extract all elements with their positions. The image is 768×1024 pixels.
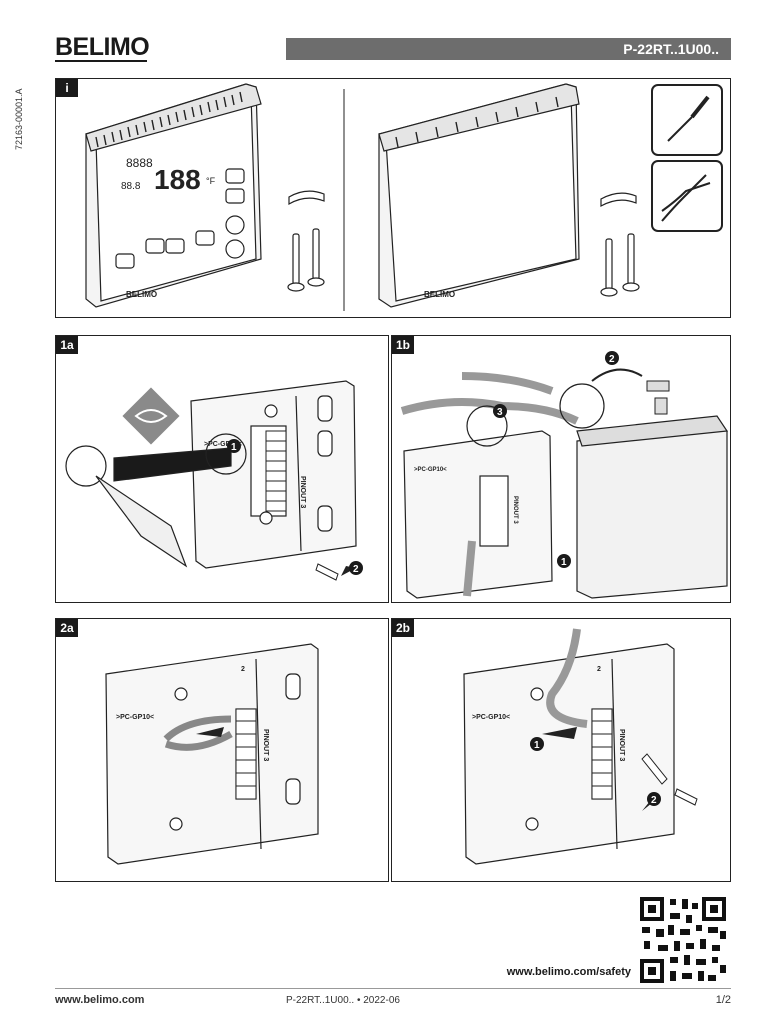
device-brand-label: BELIMO	[126, 290, 157, 299]
front-housing-1b	[576, 415, 729, 599]
cable-2b	[546, 628, 588, 728]
wire-stripper-icon	[651, 160, 723, 232]
label-pinout: PINOUT 3	[512, 496, 518, 524]
terminal-block-2a	[235, 708, 257, 800]
panel-2a: 2a >PC-GP10< PINOUT 3 2	[55, 618, 389, 882]
step-1-number: 1	[561, 557, 567, 568]
panel-2b: 2b 1 2 >PC-GP10< PINOUT 3 2	[391, 618, 731, 882]
column-number: 2	[241, 666, 245, 673]
panel-tag-1a: 1a	[56, 336, 78, 354]
back-plate-1b	[403, 430, 553, 599]
screws-set-right	[600, 192, 640, 297]
label-pcgp10: >PC-GP10<	[204, 441, 242, 448]
label-pinout: PINOUT 3	[262, 729, 269, 761]
back-plate-2a	[105, 643, 319, 865]
logo-text: BELIMO	[55, 33, 150, 61]
magnifier-detail	[65, 433, 247, 568]
step-2-number: 2	[651, 795, 657, 806]
back-plate-2b	[463, 643, 675, 865]
arrow-step-2	[591, 368, 643, 382]
insert-arrow-2b	[542, 727, 577, 739]
step-1-marker	[557, 554, 571, 568]
screwdriver-icon	[651, 84, 723, 156]
logo-underline	[55, 60, 147, 62]
step-3-marker	[493, 404, 507, 418]
panel-2a-illustration: >PC-GP10< PINOUT 3 2	[105, 643, 319, 865]
cover-pieces-1b	[646, 380, 670, 415]
terminal-block-1a	[265, 430, 287, 512]
step-2-marker	[349, 561, 363, 575]
magnifier-1b	[466, 405, 508, 447]
insert-arrow-2a	[196, 727, 224, 737]
step-3-number: 3	[497, 407, 503, 418]
thermostat-cover-illustration	[378, 83, 580, 308]
panel-2b-illustration: 1 2 >PC-GP10< PINOUT 3 2	[463, 628, 698, 865]
screws-set-left	[287, 190, 325, 292]
step-2-number: 2	[353, 564, 359, 575]
display-small: 88.8	[121, 181, 141, 192]
terminal-block-2b	[591, 708, 613, 800]
page-number: 1/2	[715, 994, 731, 1006]
model-title-bar: P-22RT..1U00..	[286, 38, 731, 60]
panel-tag-1b: 1b	[392, 336, 414, 354]
panel-1b: 1b >PC-GP10< PINOUT 3 2 3 1	[391, 335, 731, 603]
cover-brand-label: BELIMO	[424, 290, 455, 299]
step-1-marker	[227, 439, 241, 453]
panel-tag-i: i	[56, 79, 78, 97]
document-code: 72163-00001.A	[14, 88, 24, 150]
belimo-logo: BELIMO	[55, 33, 150, 63]
panel-tag-2b: 2b	[392, 619, 414, 637]
screws-2b	[641, 753, 698, 806]
panel-tag-2a: 2a	[56, 619, 78, 637]
footer-divider	[55, 988, 731, 989]
label-pcgp10: >PC-GP10<	[116, 714, 154, 721]
display-main: 188	[154, 164, 201, 195]
display-unit: °F	[206, 176, 216, 186]
label-pinout: PINOUT 3	[618, 729, 625, 761]
panel-i: i	[55, 78, 731, 318]
panel-1a-illustration: >PC-GP10< PINOUT 3 1 2	[65, 380, 363, 581]
wires-2a	[163, 715, 233, 751]
step-1-number: 1	[534, 740, 540, 751]
step-2-number: 2	[609, 354, 615, 365]
label-pcgp10: >PC-GP10<	[472, 714, 510, 721]
footer-website-link[interactable]: www.belimo.com	[55, 994, 145, 1006]
step-2-marker	[647, 792, 661, 806]
panel-1a: 1a >PC-GP10< PINOUT 3	[55, 335, 389, 603]
label-pinout: PINOUT 3	[299, 476, 306, 508]
column-number: 2	[597, 666, 601, 673]
thermostat-front-illustration	[85, 83, 262, 308]
display-top: 8888	[126, 156, 153, 170]
step-2-marker	[605, 351, 619, 365]
magnifier-tool-1b	[559, 383, 605, 429]
screw-1a	[315, 563, 339, 581]
qr-code-icon	[638, 895, 728, 985]
footer-document-reference: P-22RT..1U00.. • 2022-06	[286, 995, 400, 1006]
safety-link[interactable]: www.belimo.com/safety	[506, 966, 631, 978]
step-1-number: 1	[231, 442, 237, 453]
panel-1b-illustration: >PC-GP10< PINOUT 3 2 3 1	[400, 351, 729, 599]
eye-icon	[119, 384, 183, 448]
label-pcgp10: >PC-GP10<	[414, 467, 447, 473]
step-1-marker	[530, 737, 544, 751]
panel-i-illustration: 188 8888 88.8 °F BELIMO BELIMO	[85, 83, 723, 311]
